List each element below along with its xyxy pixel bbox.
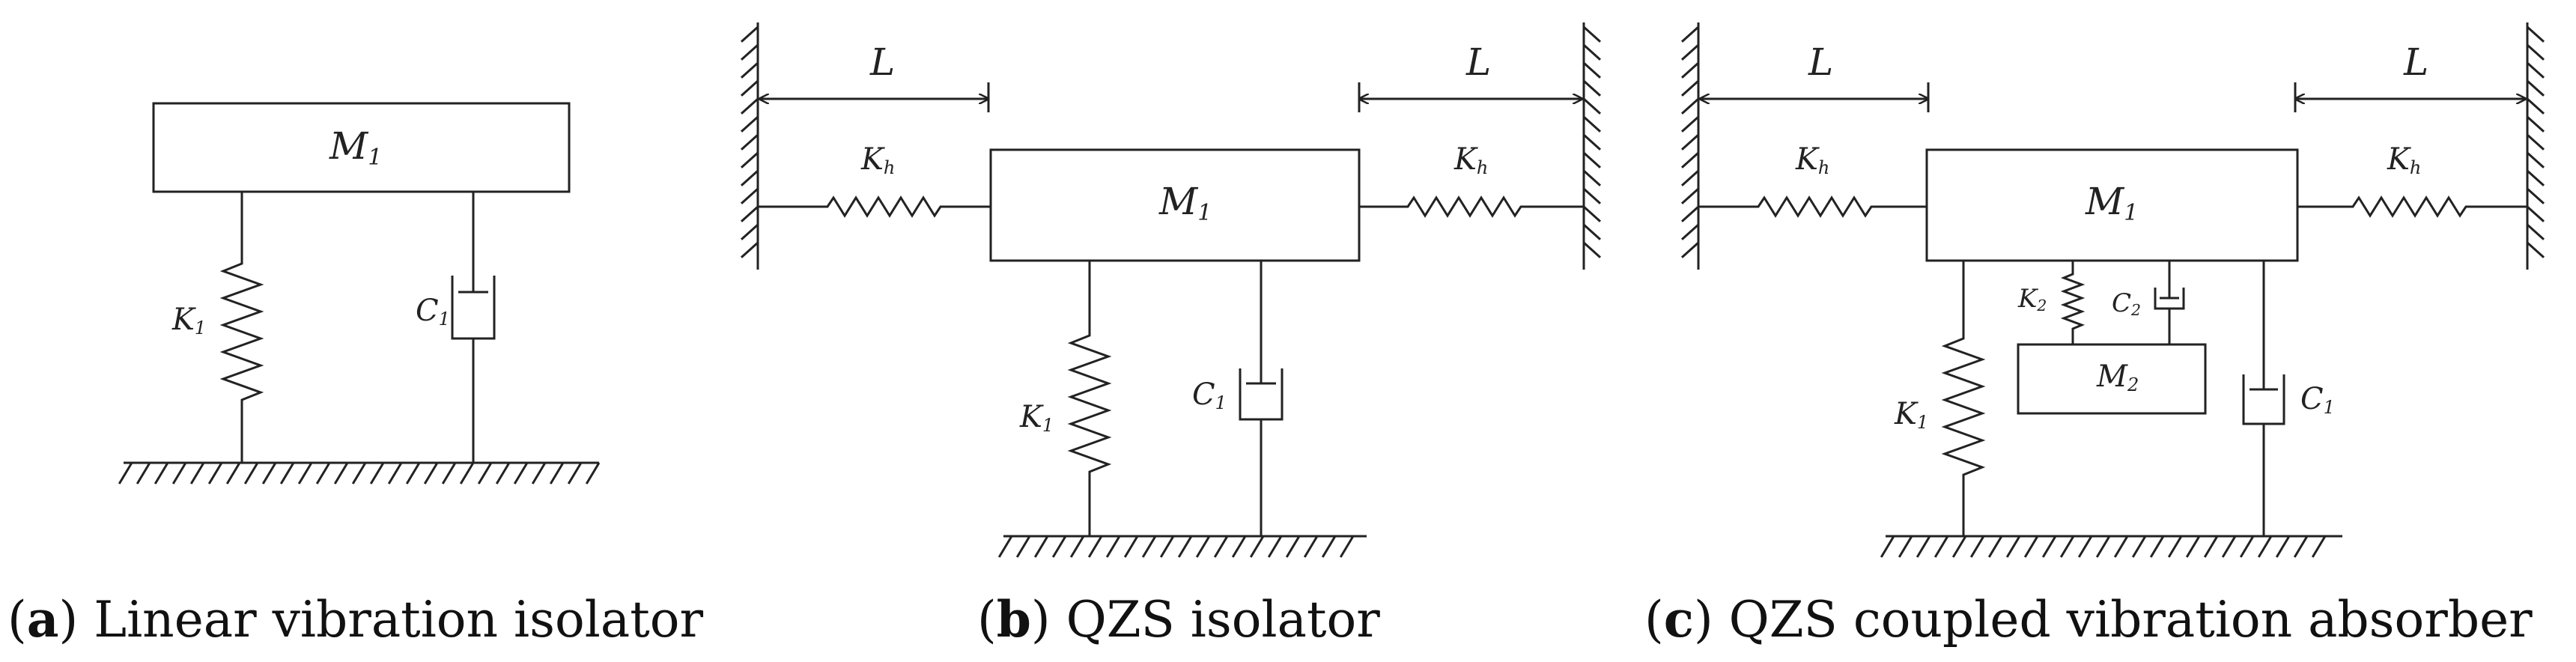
h-spring-left-label-b: Kh: [860, 142, 895, 178]
mass-m1-label-c: M1: [2085, 180, 2138, 226]
panel-c: L L Kh Kh M1 K2 C2 M2 K1: [1644, 22, 2545, 649]
damper-c2-c: [2154, 261, 2185, 344]
damper-c1-b: [1239, 261, 1284, 536]
spring-k1-c: [1941, 261, 1986, 536]
mass-m2-box-c: [2017, 343, 2207, 415]
spring-k1-label-b: K1: [1019, 400, 1054, 436]
length-right-label-c: L: [2403, 40, 2428, 84]
ground-b: [997, 535, 1367, 558]
h-spring-right-label-c: Kh: [2387, 142, 2421, 178]
spring-k1-label-c: K1: [1894, 397, 1928, 433]
spring-k1: [219, 192, 264, 463]
caption-c: (c) QZS coupled vibration absorber: [1644, 590, 2533, 649]
ground-a: [118, 461, 601, 485]
wall-left-c: [1680, 22, 1700, 270]
panel-a: M1 K1 C1 (a) Linear vibration isolator: [7, 102, 703, 649]
h-spring-right-label-b: Kh: [1453, 142, 1488, 178]
length-left-label-b: L: [869, 40, 895, 84]
damper-c1-label: C1: [416, 294, 450, 330]
mass-m1-box-b: [989, 148, 1361, 262]
length-left-label-c: L: [1808, 40, 1833, 84]
wall-left-b: [740, 22, 759, 270]
spring-k2-c: [2060, 261, 2086, 344]
mass-m1-box: [152, 102, 571, 193]
ground-c: [1880, 535, 2342, 558]
damper-c2-label-c: C2: [2112, 288, 2141, 319]
h-spring-left-c: [1698, 195, 1927, 218]
wall-right-b: [1582, 22, 1602, 270]
wall-right-c: [2526, 22, 2545, 270]
caption-a: (a) Linear vibration isolator: [7, 590, 703, 649]
panel-b: L L Kh Kh M1 K1 C1 (b) QZS isolator: [740, 22, 1602, 649]
spring-k1-label: K1: [171, 303, 206, 338]
length-right-label-b: L: [1465, 40, 1491, 84]
spring-k1-b: [1067, 261, 1112, 536]
mass-m2-label-c: M2: [2096, 359, 2139, 395]
mass-m1-box-c: [1925, 148, 2299, 262]
mass-m1-label-b: M1: [1158, 180, 1212, 226]
h-spring-left-b: [758, 195, 991, 218]
caption-b: (b) QZS isolator: [977, 590, 1380, 649]
mass-m1-label: M1: [329, 124, 382, 171]
spring-k2-label-c: K2: [2017, 284, 2047, 315]
damper-c1: [451, 192, 496, 463]
damper-c1-c: [2242, 261, 2285, 536]
h-spring-right-b: [1359, 195, 1584, 218]
h-spring-left-label-c: Kh: [1795, 142, 1829, 178]
h-spring-right-c: [2297, 195, 2527, 218]
damper-c1-label-c: C1: [2300, 382, 2335, 418]
damper-c1-label-b: C1: [1192, 377, 1227, 413]
